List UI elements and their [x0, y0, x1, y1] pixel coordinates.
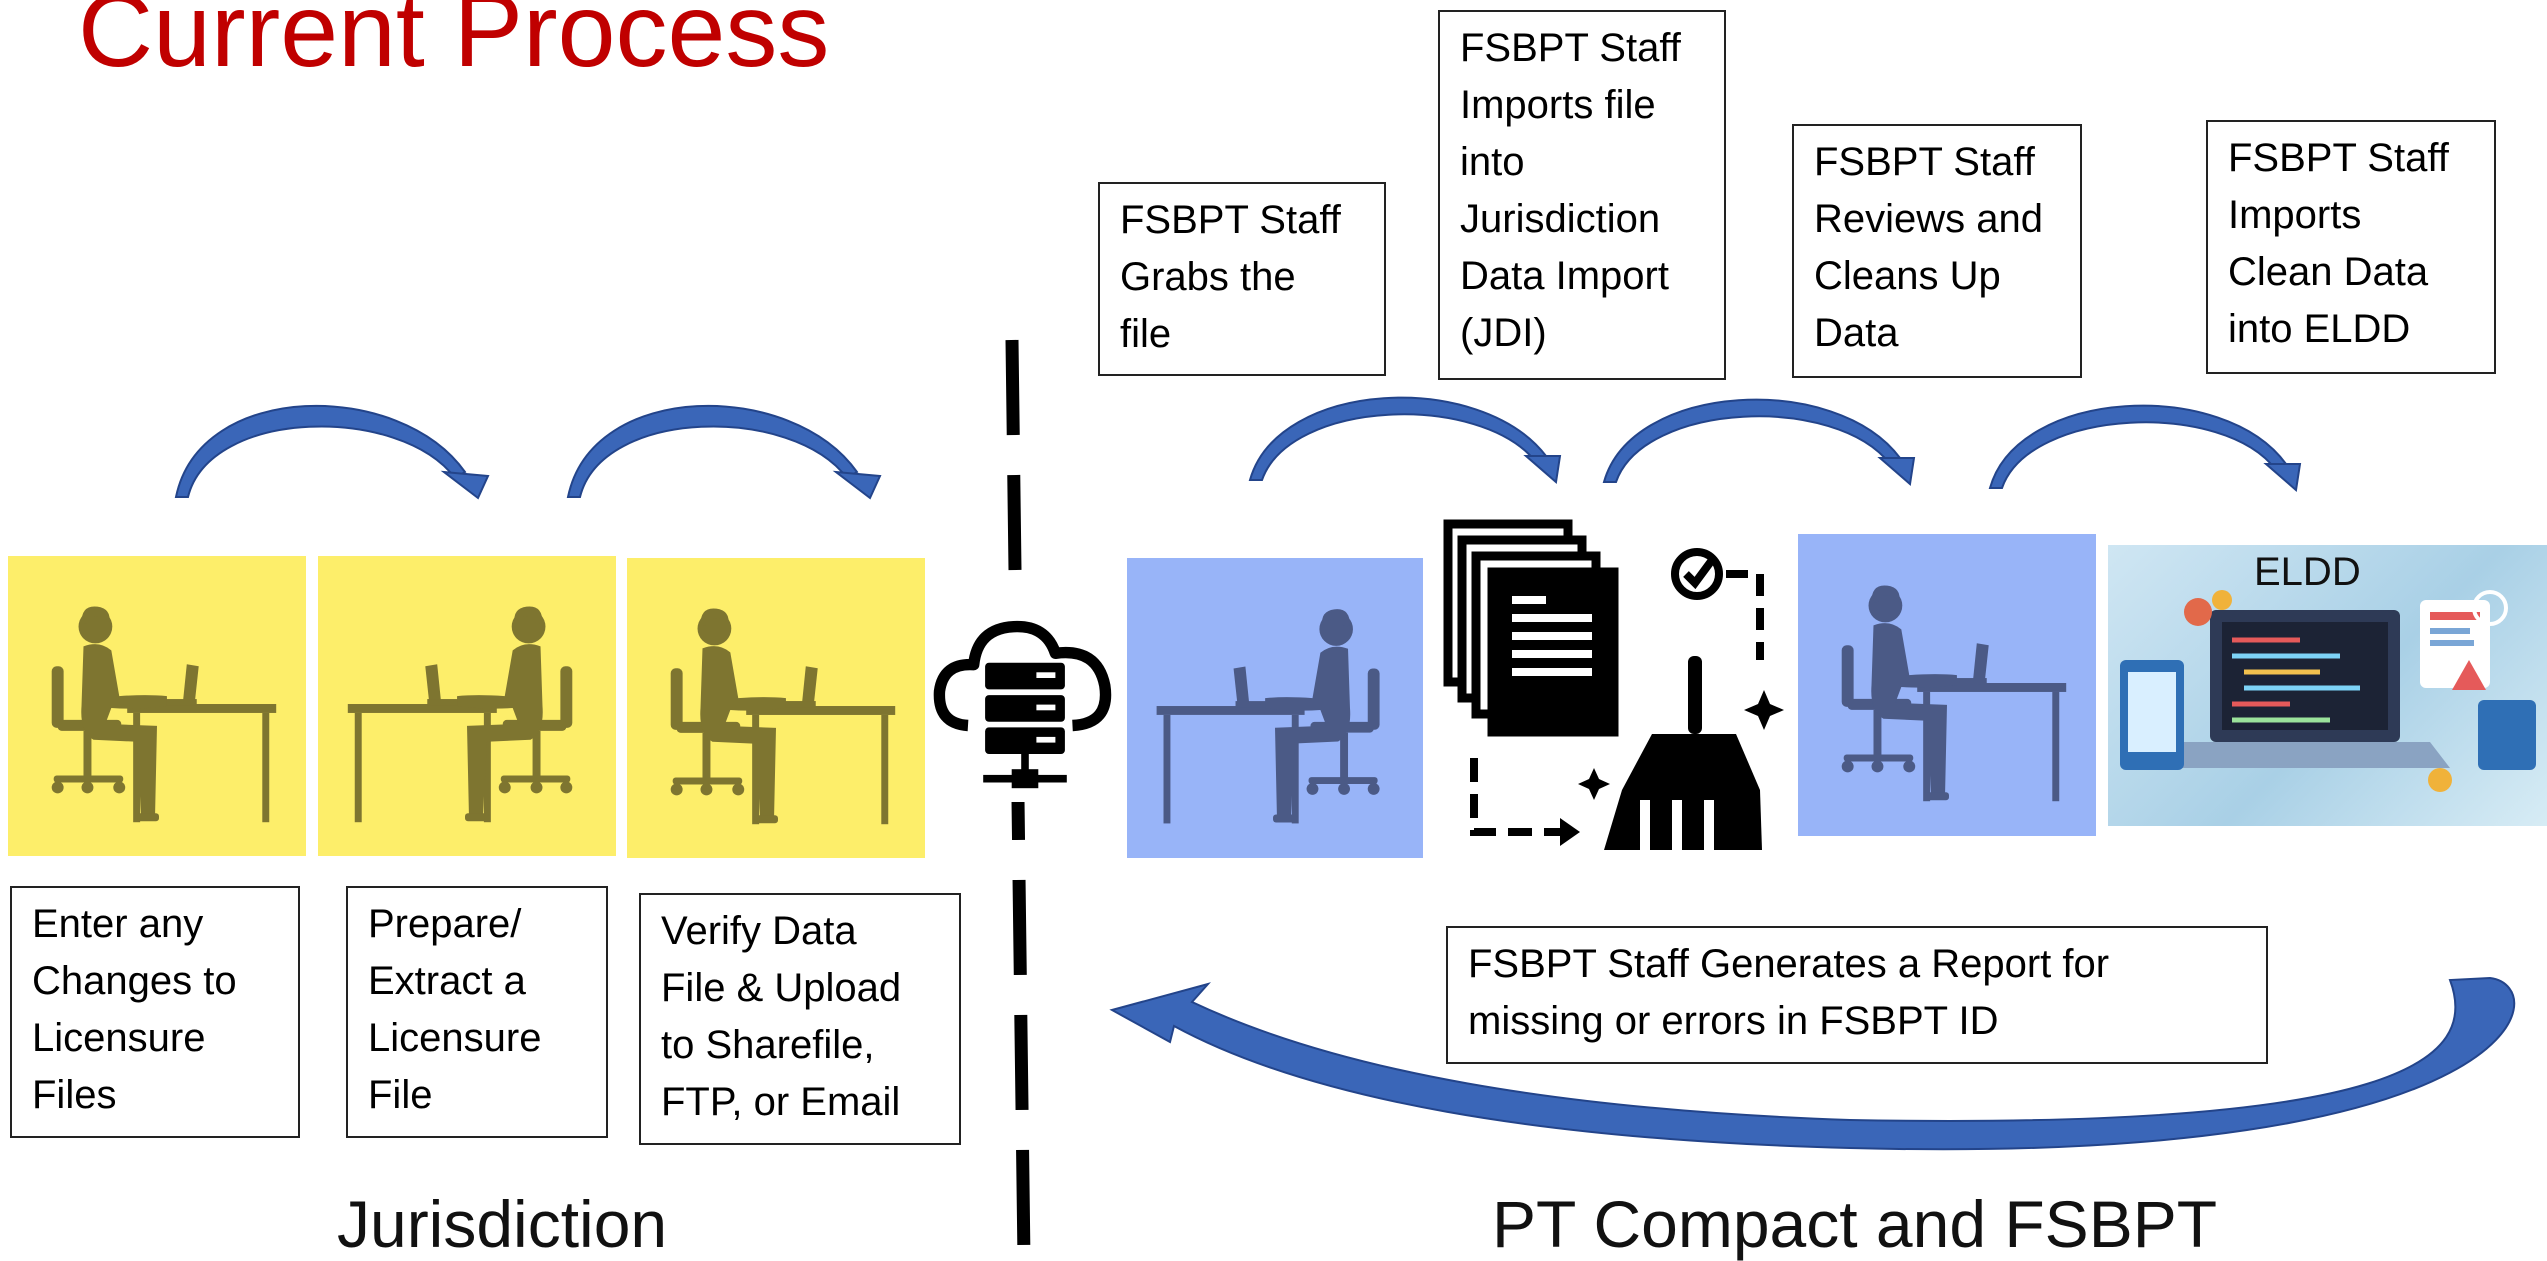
step-text-line: FSBPT Staff [1814, 140, 2035, 184]
step-text-line: Reviews and [1814, 197, 2044, 241]
step-text-line: FSBPT Staff [1120, 198, 1341, 242]
step-text-line: Extract a [368, 959, 526, 1003]
step-text-line: Verify Data [661, 909, 857, 953]
person-at-laptop-icon [1156, 609, 1380, 824]
step-text-line: FTP, or Email [661, 1080, 901, 1124]
step-verify-upload: Verify Data File & Upload to Sharefile, … [639, 893, 961, 1145]
step-text-line: Clean Data [2228, 250, 2429, 294]
step-text-line: Imports file [1460, 83, 1656, 127]
eldd-label: ELDD [2254, 550, 2361, 594]
step-text-line: file [1120, 312, 1172, 356]
step-text-line: into [1460, 140, 1525, 184]
step-text-line: Licensure [32, 1016, 206, 1060]
person-at-laptop-icon [51, 606, 277, 823]
step-text-line: Imports [2228, 193, 2362, 237]
step-import-eldd: FSBPT Staff Imports Clean Data into ELDD [2206, 120, 2496, 374]
step-text-line: missing or errors in FSBPT ID [1468, 999, 1999, 1043]
broom-icon [1578, 656, 1784, 850]
step-text-line: Grabs the [1120, 255, 1296, 299]
step-text-line: Changes to [32, 959, 237, 1003]
step-text-line: Jurisdiction [1460, 197, 1661, 241]
step-text-line: Licensure [368, 1016, 542, 1060]
step-grab-file: FSBPT Staff Grabs the file [1098, 182, 1386, 376]
section-label-pt-compact: PT Compact and FSBPT [1492, 1187, 2218, 1261]
step-import-jdi: FSBPT Staff Imports file into Jurisdicti… [1438, 10, 1726, 380]
step-text-line: Cleans Up [1814, 254, 2001, 298]
step-text-line: Prepare/ [368, 902, 522, 946]
step-text-line: FSBPT Staff Generates a Report for [1468, 942, 2110, 986]
documents-icon [1443, 519, 1619, 737]
section-label-jurisdiction: Jurisdiction [337, 1187, 668, 1261]
step-text-line: Enter any [32, 902, 204, 946]
step-text-line: Files [32, 1073, 117, 1117]
step-enter-changes: Enter any Changes to Licensure Files [10, 886, 300, 1138]
checkmark-icon [1671, 548, 1764, 660]
step-review-clean: FSBPT Staff Reviews and Cleans Up Data [1792, 124, 2082, 378]
page-title: Current Process [78, 0, 830, 89]
step-prepare-file: Prepare/ Extract a Licensure File [346, 886, 608, 1138]
person-at-laptop-icon [1841, 585, 2067, 802]
step-text-line: FSBPT Staff [1460, 26, 1681, 70]
eldd-laptop-illustration [2120, 590, 2536, 792]
step-text-line: Data [1814, 311, 1899, 355]
step-text-line: File & Upload [661, 966, 902, 1010]
return-arrow [1109, 976, 2516, 1151]
step-text-line: into ELDD [2228, 307, 2411, 351]
person-at-laptop-icon [670, 608, 896, 825]
step-text-line: File [368, 1073, 433, 1117]
step-text-line: (JDI) [1460, 311, 1547, 355]
step-text-line: Data Import [1460, 254, 1669, 298]
person-at-laptop-icon [347, 606, 573, 823]
step-text-line: to Sharefile, [661, 1023, 875, 1067]
step-text-line: FSBPT Staff [2228, 136, 2449, 180]
step-generate-report: FSBPT Staff Generates a Report for missi… [1446, 926, 2268, 1064]
